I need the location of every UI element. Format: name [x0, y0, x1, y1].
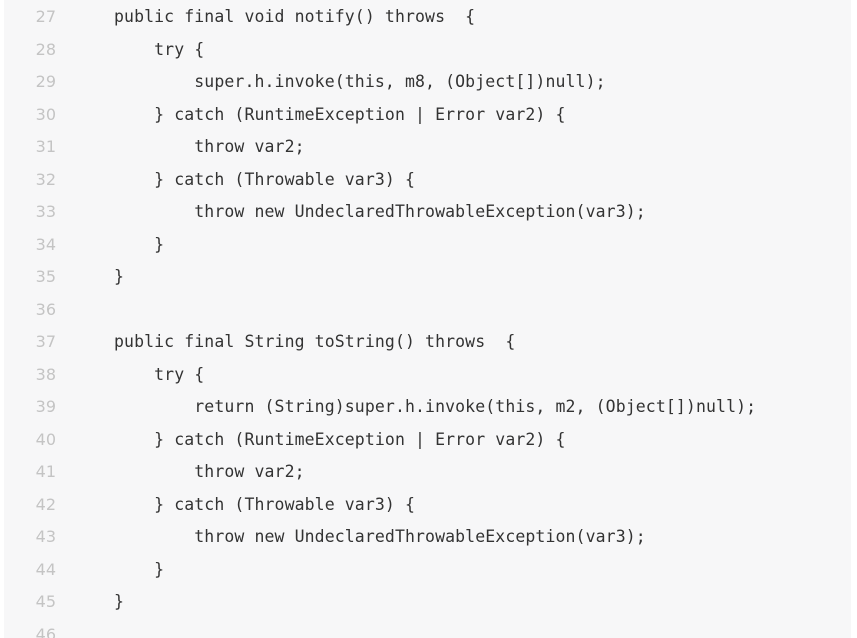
line-code: throw new UndeclaredThrowableException(v…	[114, 527, 646, 546]
code-line: 43 throw new UndeclaredThrowableExceptio…	[4, 521, 851, 554]
line-code: throw new UndeclaredThrowableException(v…	[114, 202, 646, 221]
line-code: } catch (Throwable var3) {	[114, 494, 416, 514]
line-code: }	[114, 267, 125, 286]
line-code: } catch (Throwable var3) {	[114, 169, 416, 189]
line-number: 31	[35, 137, 56, 156]
code-line: 32 } catch (Throwable var3) {	[4, 164, 851, 197]
line-code: }	[114, 592, 125, 611]
line-number: 41	[35, 462, 56, 481]
code-line: 30 } catch (RuntimeException | Error var…	[4, 99, 851, 132]
line-code: }	[114, 559, 165, 579]
code-lines: 27 public final void notify() throws { 2…	[4, 1, 851, 638]
code-line: 33 throw new UndeclaredThrowableExceptio…	[4, 196, 851, 229]
code-line: 31 throw var2;	[4, 131, 851, 164]
code-line: 44 }	[4, 554, 851, 587]
line-number: 27	[35, 7, 56, 26]
line-code: try {	[114, 39, 205, 59]
code-line: 39 return (String)super.h.invoke(this, m…	[4, 391, 851, 424]
code-line: 27 public final void notify() throws {	[4, 1, 851, 34]
code-line: 29 super.h.invoke(this, m8, (Object[])nu…	[4, 66, 851, 99]
code-line: 36	[4, 294, 851, 327]
code-line: 34 }	[4, 229, 851, 262]
line-number: 33	[35, 202, 56, 221]
line-number: 29	[35, 72, 56, 91]
line-number: 32	[35, 169, 56, 189]
line-number: 35	[35, 267, 56, 286]
code-line: 42 } catch (Throwable var3) {	[4, 489, 851, 522]
line-number: 30	[35, 104, 56, 124]
code-line: 46	[4, 619, 851, 638]
line-number: 39	[35, 397, 56, 416]
code-block: 27 public final void notify() throws { 2…	[4, 0, 851, 638]
line-code: return (String)super.h.invoke(this, m2, …	[114, 397, 757, 416]
line-number: 46	[35, 624, 56, 638]
line-number: 38	[35, 364, 56, 384]
code-line: 37 public final String toString() throws…	[4, 326, 851, 359]
line-code: throw var2;	[114, 462, 305, 481]
line-code: }	[114, 234, 165, 254]
line-code: public final void notify() throws {	[114, 7, 476, 26]
line-number: 37	[35, 332, 56, 351]
code-line: 41 throw var2;	[4, 456, 851, 489]
line-code: } catch (RuntimeException | Error var2) …	[114, 104, 566, 124]
line-code: try {	[114, 364, 205, 384]
line-number: 28	[35, 39, 56, 59]
line-number: 40	[35, 429, 56, 449]
line-number: 42	[35, 494, 56, 514]
line-number: 36	[35, 299, 56, 319]
line-code: throw var2;	[114, 137, 305, 156]
line-number: 43	[35, 527, 56, 546]
line-code: super.h.invoke(this, m8, (Object[])null)…	[114, 72, 606, 91]
code-line: 35 }	[4, 261, 851, 294]
line-number: 45	[35, 592, 56, 611]
line-number: 44	[35, 559, 56, 579]
code-line: 38 try {	[4, 359, 851, 392]
line-number: 34	[35, 234, 56, 254]
line-code: } catch (RuntimeException | Error var2) …	[114, 429, 566, 449]
code-line: 40 } catch (RuntimeException | Error var…	[4, 424, 851, 457]
line-code: public final String toString() throws {	[114, 332, 516, 351]
code-line: 45 }	[4, 586, 851, 619]
code-line: 28 try {	[4, 34, 851, 67]
